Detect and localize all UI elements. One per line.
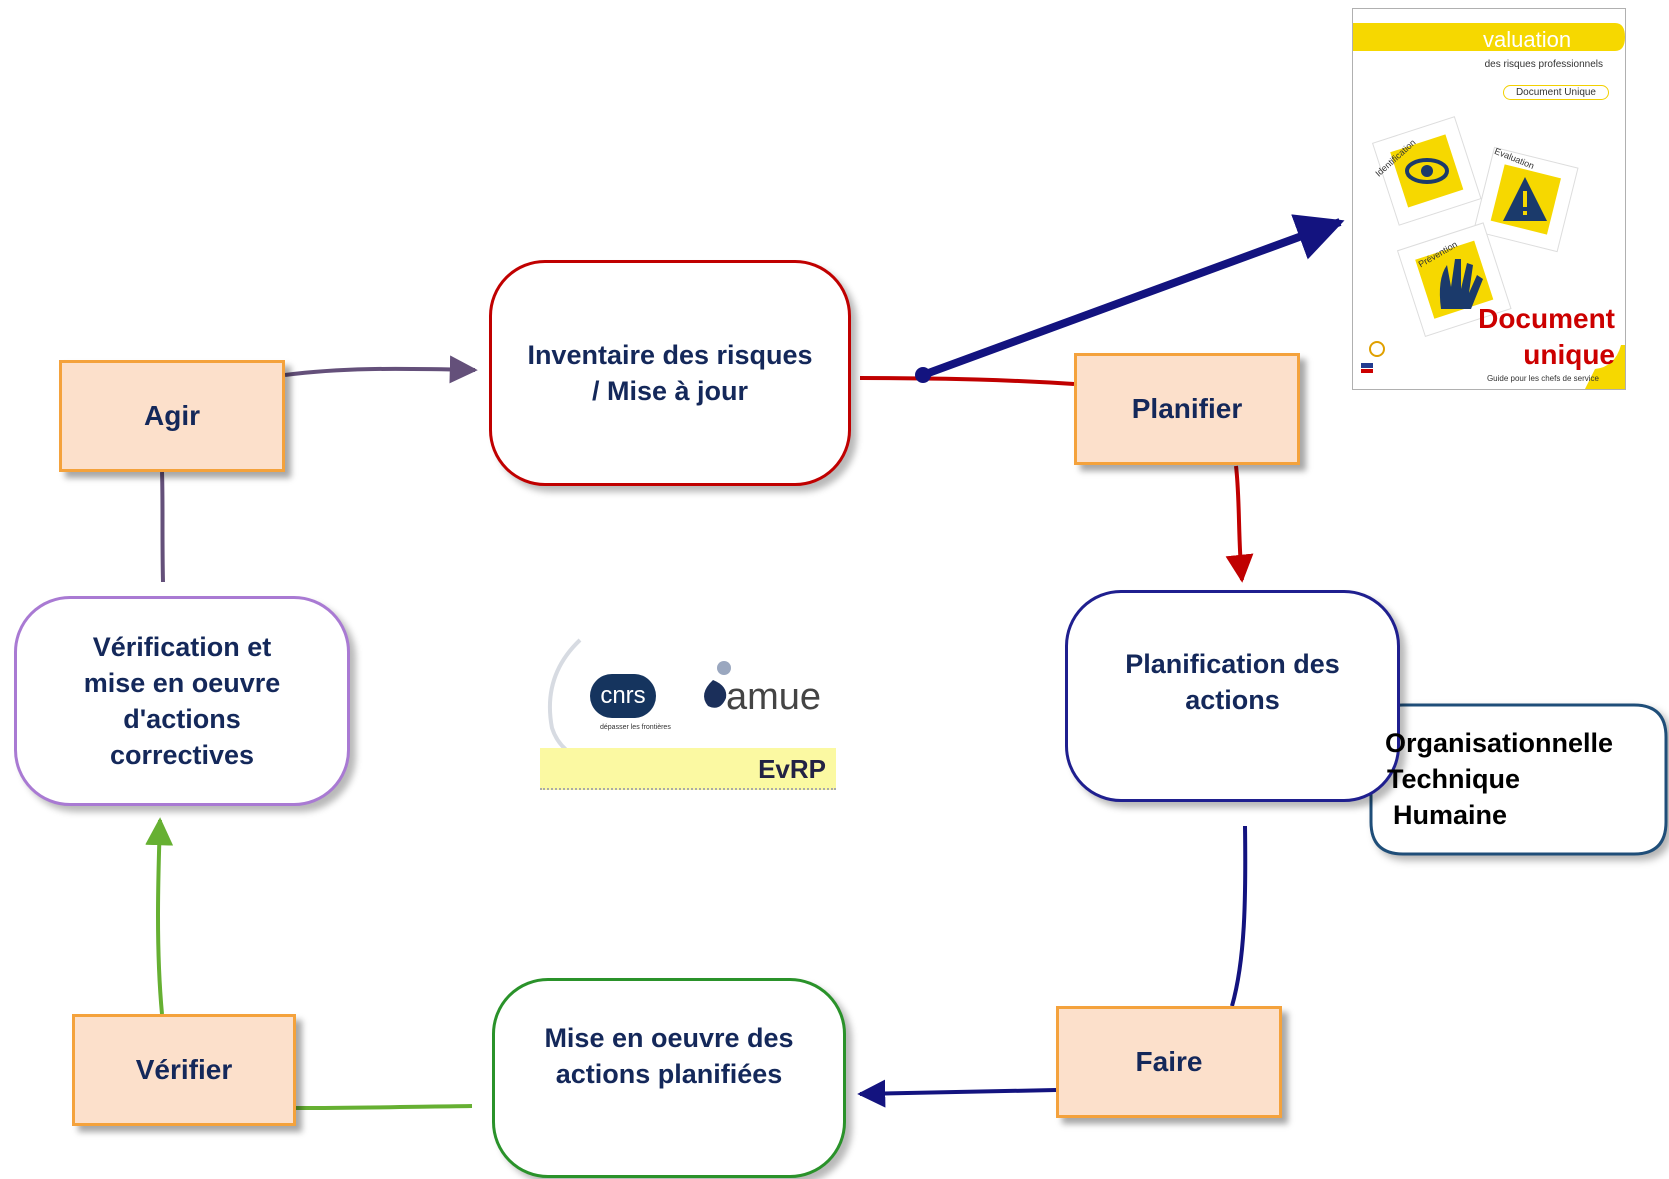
hand-icon <box>1439 259 1483 309</box>
step-planification: Planification des actions <box>1065 590 1400 802</box>
step-mise-line2: actions planifiées <box>555 1059 783 1089</box>
callout-line-humaine: Humaine <box>1393 800 1508 830</box>
callout-line-technique: Technique <box>1387 764 1521 794</box>
step-planification-line2: actions <box>1185 685 1280 715</box>
connector-faire-mise <box>857 1079 1057 1108</box>
step-verification-line3: d'actions <box>123 704 241 734</box>
phase-planifier: Planifier <box>1074 353 1300 465</box>
phase-verifier: Vérifier <box>72 1014 296 1126</box>
connector-agir-inventaire <box>284 355 478 384</box>
arrow-origin-dot <box>915 367 931 383</box>
step-mise-en-oeuvre: Mise en oeuvre des actions planifiées <box>492 978 846 1178</box>
cnrs-logo: cnrs <box>590 674 656 718</box>
partner-logos: cnrs dépasser les frontières amue EvRP <box>540 636 836 792</box>
step-inventaire: Inventaire des risques / Mise à jour <box>489 260 851 486</box>
amue-logo: amue <box>726 676 822 718</box>
phase-faire-label: Faire <box>1135 1046 1203 1077</box>
callout-text: Organisationnelle Technique Humaine <box>1385 725 1655 833</box>
callout-line-organisationnelle: Organisationnelle <box>1385 728 1614 758</box>
cover-document-word: Document <box>1478 303 1615 334</box>
connector-mise-verifier <box>295 1104 473 1110</box>
phase-agir-label: Agir <box>144 400 200 431</box>
step-inventaire-line2: / Mise à jour <box>591 376 749 406</box>
cover-document-unique: Document unique <box>1478 301 1615 373</box>
step-verification-line1: Vérification et <box>92 632 272 662</box>
phase-faire: Faire <box>1056 1006 1282 1118</box>
cover-tag: Document Unique <box>1502 85 1609 100</box>
evrp-label: EvRP <box>758 754 826 784</box>
step-mise-line1: Mise en oeuvre des <box>544 1023 794 1053</box>
connector-planification-faire <box>1230 825 1248 1007</box>
step-verification-line4: correctives <box>109 740 255 770</box>
cover-footer: Guide pour les chefs de service <box>1486 374 1599 383</box>
evrp-band <box>540 748 836 790</box>
document-unique-cover: Identification Evaluation Prévention val… <box>1352 8 1626 390</box>
connector-inventaire-planifier <box>859 376 1075 386</box>
cover-artwork: Identification Evaluation Prévention <box>1353 23 1625 389</box>
cover-subtitle: des risques professionnels <box>1484 59 1603 70</box>
connector-verifier-verification <box>145 817 174 1015</box>
phase-verifier-label: Vérifier <box>135 1054 233 1085</box>
step-verification-line2: mise en oeuvre <box>83 668 281 698</box>
step-planification-line1: Planification des <box>1125 649 1340 679</box>
phase-agir: Agir <box>59 360 285 472</box>
cover-unique-word: unique <box>1523 339 1615 370</box>
cnrs-slogan: dépasser les frontières <box>600 724 671 731</box>
cover-title: valuation <box>1483 27 1572 52</box>
phase-planifier-label: Planifier <box>1131 393 1243 424</box>
arrow-to-document-unique <box>921 214 1345 379</box>
eye-icon <box>1405 158 1449 184</box>
step-verification: Vérification et mise en oeuvre d'actions… <box>14 596 350 806</box>
connector-planifier-planification <box>1225 465 1254 583</box>
warning-icon <box>1503 177 1547 221</box>
connector-verification-agir <box>160 471 165 583</box>
step-inventaire-line1: Inventaire des risques <box>527 340 813 370</box>
